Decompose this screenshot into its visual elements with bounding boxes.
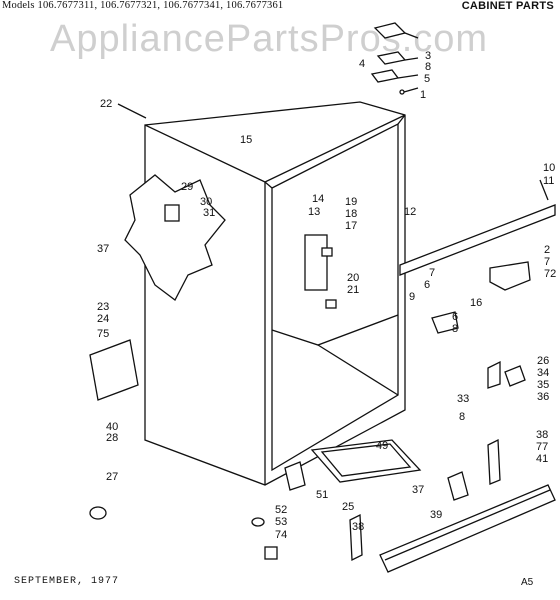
part-callout: 29 [181, 181, 193, 193]
part-callout: 21 [347, 284, 359, 296]
part-callout: 75 [97, 328, 109, 340]
part-callout: 14 [312, 193, 324, 205]
part-callout: 72 [544, 268, 556, 280]
part-callout: 2 [544, 244, 550, 256]
part-callout: 40 [106, 421, 118, 433]
part-callout: 34 [537, 367, 549, 379]
kickplate [379, 484, 556, 573]
footer-date: SEPTEMBER, 1977 [14, 576, 120, 587]
part-callout: 17 [345, 220, 357, 232]
part-callout: 33 [457, 393, 469, 405]
part-callout: 51 [316, 489, 328, 501]
part-callout: 7 [544, 256, 550, 268]
part-callout: 1 [420, 89, 426, 101]
part-callout: 9 [409, 291, 415, 303]
part-callout: 15 [240, 134, 252, 146]
part-callout: 38 [536, 429, 548, 441]
watermark: AppliancePartsPros.com [50, 18, 489, 60]
part-callout: 38 [352, 521, 364, 533]
part-callout: 13 [308, 206, 320, 218]
part-callout: 23 [97, 301, 109, 313]
part-callout: 37 [97, 243, 109, 255]
part-callout: 37 [412, 484, 424, 496]
part-callout: 5 [424, 73, 430, 85]
part-callout: 24 [97, 313, 109, 325]
part-callout: 28 [106, 432, 118, 444]
part-callout: 26 [537, 355, 549, 367]
section-title: CABINET PARTS [461, 0, 554, 12]
part-callout: 22 [100, 98, 112, 110]
part-callout: 52 [275, 504, 287, 516]
part-callout: 12 [404, 206, 416, 218]
part-callout: 6 [424, 279, 430, 291]
part-callout: 25 [342, 501, 354, 513]
part-callout: 16 [470, 297, 482, 309]
part-callout: 53 [275, 516, 287, 528]
part-callout: 36 [537, 391, 549, 403]
hinge-bracket [489, 261, 531, 291]
part-callout: 49 [376, 440, 388, 452]
part-callout: 19 [345, 196, 357, 208]
part-callout: 8 [425, 61, 431, 73]
part-callout: 35 [537, 379, 549, 391]
part-callout: 4 [359, 58, 365, 70]
cutaway-detail [124, 174, 226, 301]
models-header: Models 106.7677311, 106.7677321, 106.767… [2, 0, 284, 11]
part-callout: 7 [429, 267, 435, 279]
cabinet-body [144, 101, 406, 486]
door-rail [399, 179, 556, 276]
part-callout: 3 [425, 50, 431, 62]
part-callout: 74 [275, 529, 287, 541]
top-hinge-parts [370, 22, 419, 95]
part-callout: 20 [347, 272, 359, 284]
part-callout: 31 [203, 207, 215, 219]
door-stop [431, 311, 459, 334]
page-code: A5 [521, 577, 534, 588]
part-callout: 30 [200, 196, 212, 208]
part-callout: 6 [452, 311, 458, 323]
part-callout: 18 [345, 208, 357, 220]
part-callout: 11 [543, 175, 554, 187]
part-callout: 77 [536, 441, 548, 453]
part-callout: 10 [543, 162, 555, 174]
part-callout: 27 [106, 471, 118, 483]
part-callout: 8 [459, 411, 465, 423]
part-callout: 41 [536, 453, 548, 465]
part-callout: 39 [430, 509, 442, 521]
part-callout: 8 [452, 323, 458, 335]
